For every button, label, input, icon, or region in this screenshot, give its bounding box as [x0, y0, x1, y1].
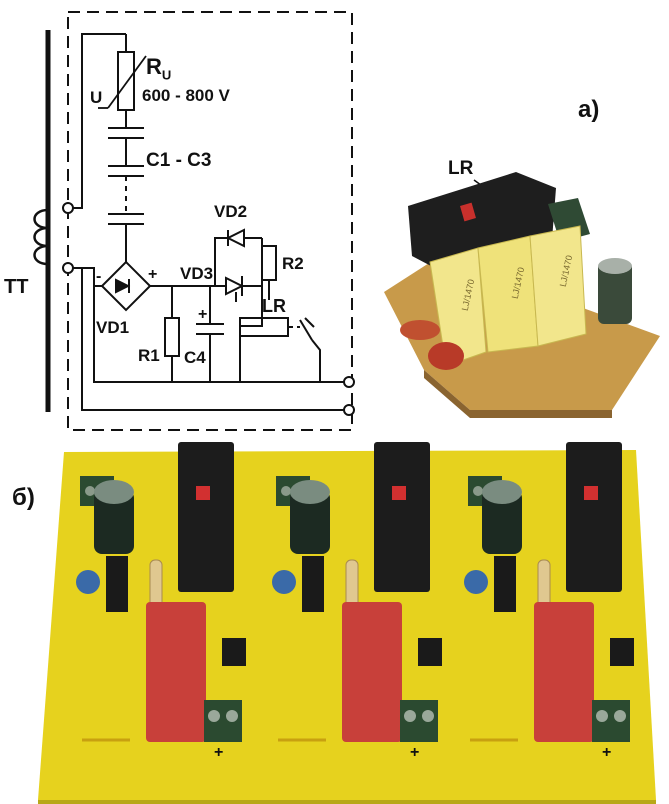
ru-label: RU: [146, 54, 172, 83]
terminal-tt-bottom: [62, 262, 74, 274]
photo-a-lr-label: LR: [448, 158, 474, 179]
bridge-rectifier-vd1: [100, 260, 152, 312]
tt-label: TT: [4, 276, 29, 298]
disc-cap-a: [428, 342, 464, 370]
optocoupler-chip: [610, 638, 634, 666]
c4-label: C4: [184, 348, 206, 367]
output-plus-marker: +: [602, 744, 612, 761]
output-plus-marker: +: [214, 744, 224, 761]
relay-contact: [299, 319, 313, 341]
thyristor-vd3: [225, 276, 245, 296]
thyristor-package: [494, 556, 516, 612]
red-capacitor: [146, 602, 206, 742]
electrolytic-capacitor: [290, 490, 330, 554]
lr-label: LR: [262, 296, 286, 316]
c4-plus: +: [198, 306, 208, 323]
varistor-disc: [464, 570, 488, 594]
thyristor-package: [106, 556, 128, 612]
vd2-label: VD2: [214, 202, 248, 221]
relay-black: [178, 442, 234, 592]
thyristor-package: [302, 556, 324, 612]
optocoupler-chip: [222, 638, 246, 666]
r1-label: R1: [138, 346, 160, 365]
output-terminal-block: [592, 700, 630, 742]
r2-label: R2: [282, 254, 304, 273]
electrolytic-cap-a: [598, 262, 632, 324]
relay-black: [374, 442, 430, 592]
terminal-tt-top: [62, 202, 74, 214]
optocoupler-chip: [418, 638, 442, 666]
output-terminal-block: [204, 700, 242, 742]
output-terminal-block: [400, 700, 438, 742]
capacitor-stack-c1-c3: [108, 127, 144, 225]
electrolytic-capacitor: [94, 490, 134, 554]
bridge-minus: -: [96, 268, 102, 285]
c1-c3-label: C1 - C3: [146, 150, 212, 171]
output-plus-marker: +: [410, 744, 420, 761]
varistor-disc: [272, 570, 296, 594]
panel-a-label: а): [578, 96, 600, 123]
panel-b-label: б): [12, 484, 35, 511]
vd1-label: VD1: [96, 318, 130, 337]
relay-a-switch: [460, 202, 476, 222]
output-terminal-1: [343, 376, 355, 388]
relay-black: [566, 442, 622, 592]
relay-switch: [196, 486, 210, 500]
voltage-label: 600 - 800 V: [142, 86, 230, 105]
yellow-capacitors-a: [429, 225, 587, 367]
transformer-coil: [33, 208, 49, 266]
relay-switch: [392, 486, 406, 500]
vd3-label: VD3: [180, 264, 214, 283]
resistor-a: [400, 320, 440, 340]
varistor-disc: [76, 570, 100, 594]
relay-switch: [584, 486, 598, 500]
electrolytic-capacitor: [482, 490, 522, 554]
red-capacitor: [342, 602, 402, 742]
bridge-plus: +: [148, 266, 158, 283]
output-terminal-2: [343, 404, 355, 416]
u-label: U: [90, 88, 103, 107]
enclosure-outline: [67, 11, 353, 431]
red-capacitor: [534, 602, 594, 742]
